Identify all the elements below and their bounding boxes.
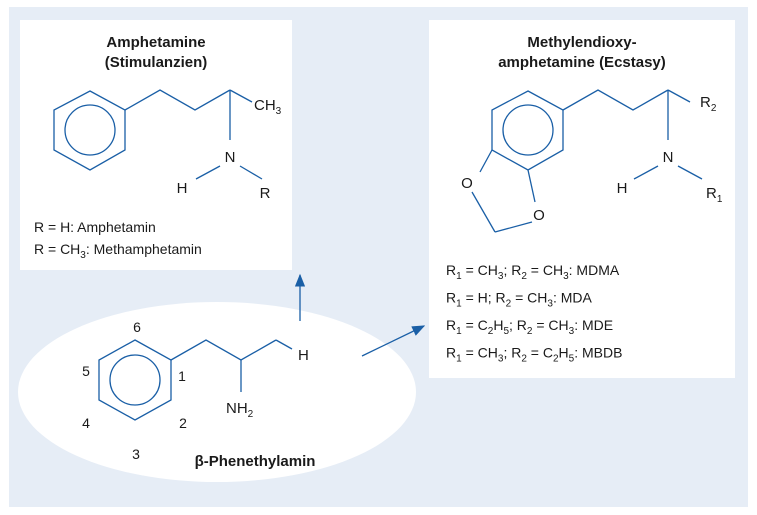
amphetamine-atom-r: R <box>260 185 271 202</box>
ecstasy-title-2: amphetamine (Ecstasy) <box>498 54 666 71</box>
ring-number-4: 4 <box>82 415 90 431</box>
ring-number-3: 3 <box>132 446 140 462</box>
ecstasy-structure <box>471 89 703 233</box>
ring-number-5: 5 <box>82 363 90 379</box>
ecstasy-variant-list: R1 = CH3; R2 = CH3: MDMA R1 = H; R2 = CH3… <box>446 262 622 365</box>
ecstasy-atom-o-bottom: O <box>533 207 545 224</box>
ecstasy-variant-row: R1 = CH3; R2 = C2H5: MBDB <box>446 345 622 365</box>
ecstasy-atom-r2: R2 <box>700 94 717 114</box>
ecstasy-title-1: Methylendioxy- <box>527 34 636 51</box>
phenethylamine-structure <box>98 339 293 421</box>
ecstasy-box <box>429 20 735 378</box>
amphetamine-title-2: (Stimulanzien) <box>105 54 208 71</box>
phenethylamine-atom-h: H <box>298 347 309 364</box>
amphetamine-structure <box>53 89 263 180</box>
ring-number-2: 2 <box>179 415 187 431</box>
ring-number-1: 1 <box>178 368 186 384</box>
ecstasy-variant-row: R1 = C2H5; R2 = CH3: MDE <box>446 317 613 337</box>
ecstasy-atom-r1: R1 <box>706 185 723 205</box>
amphetamine-title-1: Amphetamine <box>106 34 205 51</box>
phenethylamine-ellipse <box>18 302 416 482</box>
phenethylamine-name: β-Phenethylamin <box>195 453 316 470</box>
amphetamine-atom-h: H <box>177 180 188 197</box>
amphetamine-legend-1: R = H: Amphetamin <box>34 219 156 235</box>
ecstasy-variant-row: R1 = H; R2 = CH3: MDA <box>446 290 593 310</box>
amphetamine-atom-n: N <box>225 149 236 166</box>
amphetamine-box <box>20 20 292 270</box>
amphetamine-legend-2: R = CH3: Methamphetamin <box>34 241 202 261</box>
phenethylamine-atom-nh2: NH2 <box>226 400 254 420</box>
ring-number-6: 6 <box>133 319 141 335</box>
ecstasy-atom-n: N <box>663 149 674 166</box>
amphetamine-atom-ch: CH3 <box>254 97 282 117</box>
arrow-right <box>361 325 426 357</box>
ecstasy-atom-h: H <box>617 180 628 197</box>
ecstasy-variant-row: R1 = CH3; R2 = CH3: MDMA <box>446 262 620 282</box>
ecstasy-atom-o-left: O <box>461 175 473 192</box>
